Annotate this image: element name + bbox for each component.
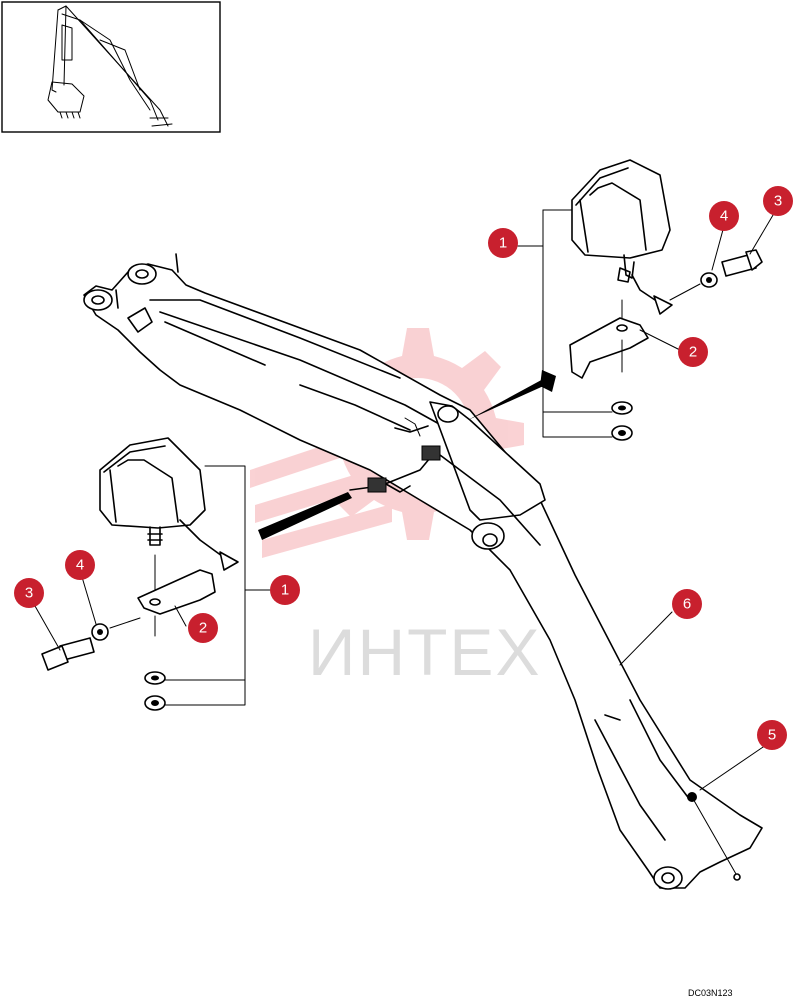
callout-1-right[interactable]: 1 — [488, 228, 518, 258]
lamp-bracket-left — [137, 554, 216, 637]
callout-1-left-label: 1 — [281, 582, 289, 599]
washer-left — [91, 623, 109, 641]
callout-6-label: 6 — [683, 596, 691, 613]
callout-5[interactable]: 5 — [757, 720, 787, 750]
washer-right — [700, 272, 718, 288]
leader-bolt-right — [669, 283, 701, 301]
callout-3-left-label: 3 — [25, 585, 33, 602]
callout-group: 1 2 3 4 1 2 3 4 — [14, 186, 793, 750]
callout-4-right-label: 4 — [720, 208, 728, 225]
leader-hatch-right — [468, 370, 556, 420]
callout-2-right[interactable]: 2 — [678, 337, 708, 367]
nut-pair-left — [144, 671, 166, 711]
callout-6[interactable]: 6 — [672, 589, 702, 619]
bolt-left — [41, 637, 95, 671]
leader-bolt-left — [109, 617, 141, 629]
work-lamp-left — [99, 437, 239, 571]
work-lamp-right — [571, 159, 673, 315]
callout-4-left-label: 4 — [76, 557, 84, 574]
nut-pair-right — [611, 401, 633, 441]
bracket-line-left — [164, 465, 271, 706]
leader-hatch-left — [258, 492, 352, 540]
lamp-bracket-right — [569, 299, 649, 379]
callout-3-right-label: 3 — [774, 193, 782, 210]
callout-4-right[interactable]: 4 — [709, 201, 739, 231]
callout-1-left[interactable]: 1 — [270, 575, 300, 605]
excavator-arm — [83, 253, 763, 890]
bolt-right — [721, 249, 763, 277]
callout-leaders — [34, 209, 777, 791]
bracket-line-right — [517, 209, 613, 438]
callout-2-left[interactable]: 2 — [188, 613, 218, 643]
callout-2-left-label: 2 — [199, 620, 207, 637]
inset-excavator-thumbnail — [1, 1, 221, 133]
callout-1-right-label: 1 — [499, 235, 507, 252]
callout-3-right[interactable]: 3 — [763, 186, 793, 216]
callout-2-right-label: 2 — [689, 344, 697, 361]
callout-3-left[interactable]: 3 — [14, 578, 44, 608]
drawing-code: DC03N123 — [688, 988, 733, 998]
callout-4-left[interactable]: 4 — [65, 550, 95, 580]
watermark-text: ИНТЕХ — [308, 615, 541, 689]
callout-5-label: 5 — [768, 727, 776, 744]
